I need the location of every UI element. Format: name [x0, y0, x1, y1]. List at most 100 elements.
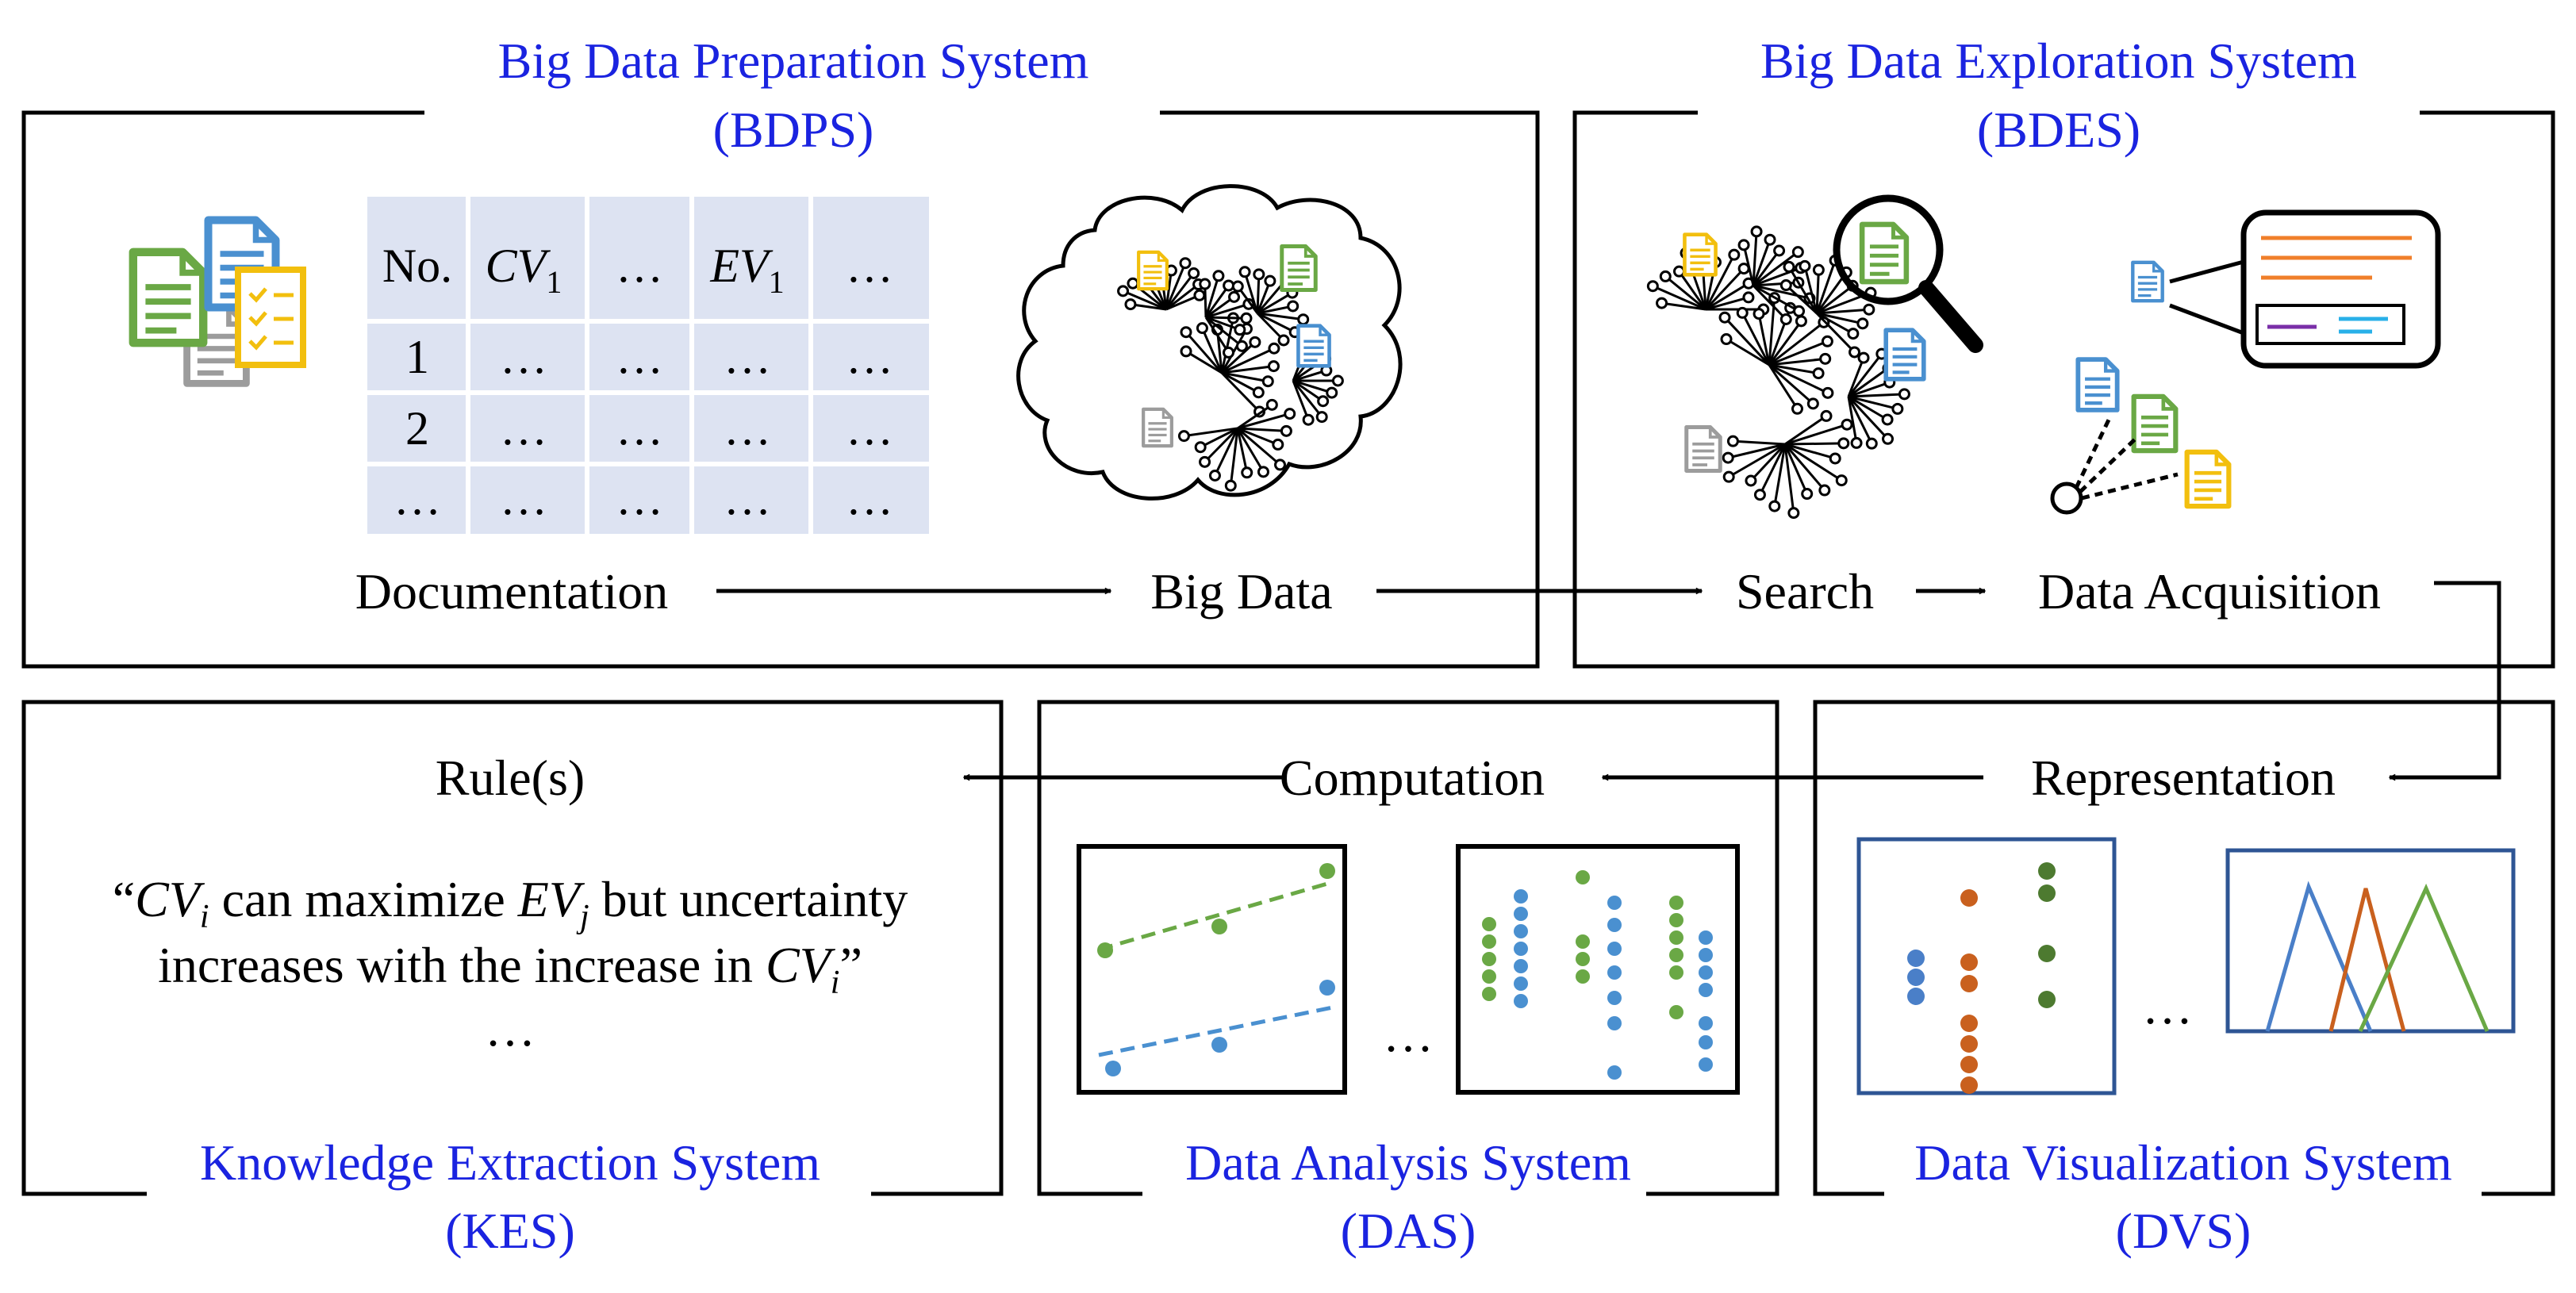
- network-node: [1284, 408, 1296, 420]
- network-edge: [1768, 340, 1828, 366]
- data-table: No. CV1 … EV1 … 1…………2………………………: [367, 197, 929, 534]
- network-edge: [1705, 296, 1749, 311]
- network-edge: [1220, 341, 1256, 374]
- network-node: [1208, 470, 1221, 482]
- data-point: [1607, 1016, 1622, 1030]
- network-edge: [1741, 312, 1771, 366]
- kes-title: Knowledge Extraction System: [200, 1134, 820, 1191]
- network-edge: [1664, 275, 1706, 311]
- network-edge: [1205, 316, 1243, 347]
- network-edge: [1705, 282, 1749, 311]
- network-node: [1238, 266, 1251, 278]
- network-node: [1841, 418, 1853, 431]
- network-node: [1241, 466, 1253, 479]
- data-point: [1097, 942, 1113, 958]
- big-data-label: Big Data: [1150, 563, 1332, 620]
- network-node: [1240, 312, 1253, 324]
- network-node: [1835, 474, 1848, 487]
- network-node: [1265, 398, 1278, 411]
- table-cell: …: [394, 472, 441, 524]
- network-edge: [1768, 357, 1825, 366]
- network-edge: [1815, 270, 1820, 314]
- data-point: [1514, 907, 1528, 921]
- table-header-ellipsis-1: …: [616, 240, 663, 292]
- network-node: [1268, 342, 1280, 355]
- network-node: [1728, 248, 1741, 261]
- network-edge: [1704, 254, 1736, 310]
- data-point: [1669, 896, 1683, 910]
- network-edge: [1768, 321, 1825, 366]
- network-edge: [1848, 395, 1888, 421]
- network-node: [1127, 277, 1139, 290]
- network-edge: [1165, 272, 1195, 310]
- network-node: [1779, 313, 1792, 326]
- table-cell: …: [500, 472, 547, 524]
- network-node: [1317, 395, 1330, 408]
- network-edge: [1205, 302, 1250, 319]
- network-node: [1231, 280, 1244, 293]
- network-edge: [1205, 316, 1241, 332]
- kes-panel: Knowledge Extraction System (KES) Rule(s…: [21, 700, 1004, 1259]
- network-node: [1791, 246, 1804, 259]
- network-edge: [1243, 271, 1259, 314]
- network-node: [1672, 265, 1685, 278]
- network-node: [1881, 413, 1894, 426]
- dvs-abbr: (DVS): [2116, 1203, 2252, 1259]
- dvs-title: Data Visualization System: [1914, 1134, 2452, 1191]
- network-node: [1783, 260, 1795, 273]
- bdps-title: Big Data Preparation System: [498, 33, 1089, 89]
- network-node: [1737, 239, 1750, 251]
- network-node: [1228, 290, 1241, 303]
- network-node: [1656, 297, 1668, 309]
- dvs-ellipsis: …: [2142, 978, 2193, 1034]
- data-point: [1105, 1061, 1121, 1076]
- network-node: [1261, 375, 1274, 388]
- network-edge: [1221, 365, 1274, 374]
- network-edge: [1768, 363, 1814, 405]
- data-point: [1514, 976, 1528, 991]
- bdes-title: Big Data Exploration System: [1760, 33, 2357, 89]
- triangle-plot-icon: [2225, 848, 2516, 1034]
- network-node: [1267, 360, 1280, 373]
- network-edge: [1783, 443, 1825, 492]
- computation-label: Computation: [1280, 750, 1545, 806]
- data-point: [1699, 983, 1713, 997]
- network-node: [1235, 340, 1248, 352]
- network-node: [1326, 386, 1338, 399]
- table-header-cv: CV1: [486, 240, 562, 300]
- data-point: [1514, 959, 1528, 973]
- network-node: [1177, 430, 1190, 443]
- network-edge: [1204, 317, 1230, 354]
- table-header-no: No.: [382, 240, 452, 292]
- bdes-abbr: (BDES): [1977, 102, 2140, 158]
- network-edge: [1815, 271, 1848, 314]
- checklist-icon: [235, 267, 306, 368]
- network-node: [1180, 345, 1192, 358]
- data-point: [1960, 1015, 1978, 1032]
- network-edge: [1784, 443, 1843, 482]
- network-node: [1898, 388, 1910, 401]
- table-cell: …: [846, 472, 893, 524]
- network-node: [1274, 458, 1287, 471]
- network-edge: [1784, 415, 1827, 446]
- network-node: [1737, 263, 1750, 275]
- network-edge: [1733, 439, 1786, 446]
- network-edge: [1704, 267, 1745, 311]
- network-edge: [1773, 443, 1787, 507]
- data-point: [1960, 1076, 1978, 1094]
- network-node: [1750, 225, 1763, 238]
- network-edge: [1292, 380, 1323, 418]
- data-point: [2038, 862, 2056, 880]
- network-node: [1856, 317, 1869, 330]
- network-edge: [1768, 297, 1776, 366]
- data-point: [1699, 1016, 1713, 1030]
- network-edge: [1753, 284, 1800, 313]
- network-node: [1863, 303, 1875, 316]
- network-node: [1224, 479, 1237, 492]
- network-edge: [1237, 427, 1279, 446]
- data-point: [1960, 953, 1978, 971]
- table-cell: …: [846, 331, 893, 383]
- network-node: [1287, 300, 1300, 313]
- network-node: [1659, 270, 1672, 282]
- data-point: [1211, 919, 1227, 934]
